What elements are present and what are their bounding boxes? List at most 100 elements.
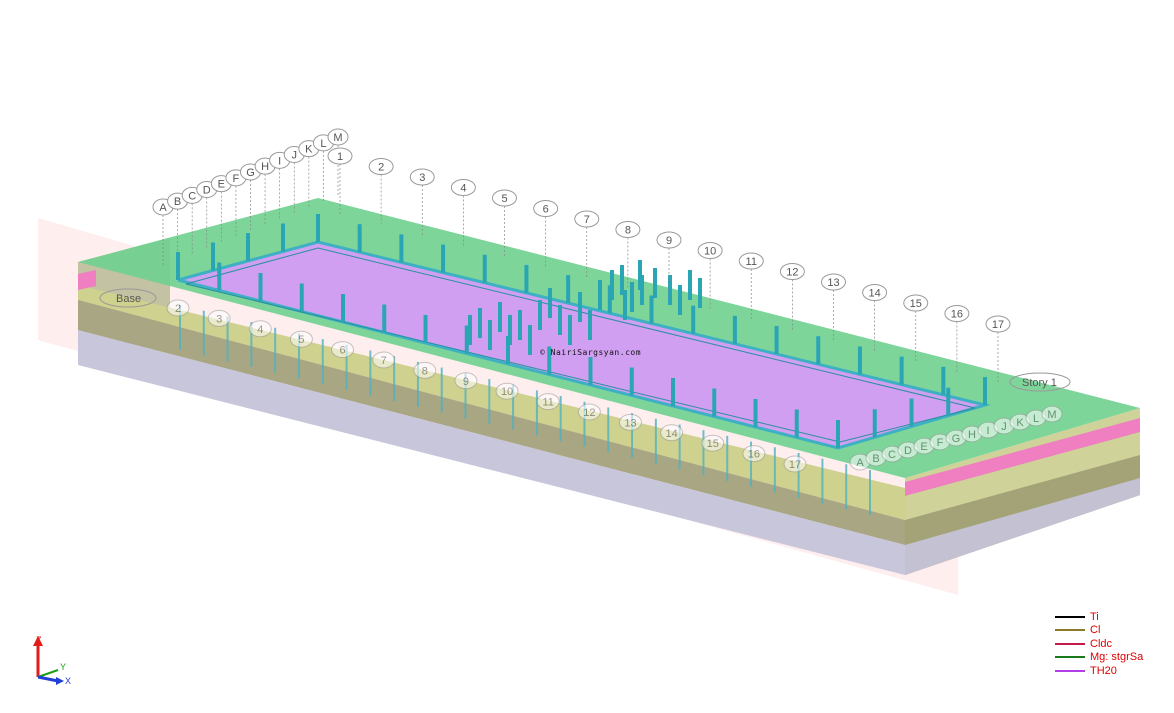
wall-column bbox=[946, 387, 951, 416]
grid-bubble-label: 2 bbox=[378, 162, 384, 174]
grid-bubble: 10 bbox=[495, 382, 519, 400]
wall-column bbox=[899, 356, 904, 385]
grid-bubble-label: I bbox=[278, 155, 281, 167]
grid-bubble: 14 bbox=[862, 284, 888, 301]
core-column bbox=[653, 268, 657, 298]
grid-bubble-label: 11 bbox=[542, 397, 553, 409]
legend-label: TH20 bbox=[1090, 664, 1117, 677]
grid-bubble-outline bbox=[779, 263, 805, 280]
watermark-text: © NairiSargsyan.com bbox=[540, 348, 642, 357]
wall-column bbox=[217, 262, 222, 291]
x-axis-arrow bbox=[37, 675, 59, 683]
grid-bubble-label: 5 bbox=[298, 334, 304, 346]
wall-column bbox=[712, 388, 717, 417]
grid-bubble-label: 9 bbox=[666, 235, 672, 247]
wall-column bbox=[441, 244, 446, 273]
grid-bubble: 15 bbox=[701, 434, 725, 452]
grid-bubble-label: 12 bbox=[786, 267, 798, 279]
x-axis-label: X bbox=[65, 676, 71, 686]
core-column bbox=[688, 270, 692, 300]
wall-column bbox=[671, 378, 675, 406]
wall-column bbox=[316, 214, 320, 242]
columns-group bbox=[176, 214, 987, 448]
grid-bubble-label: H bbox=[261, 161, 269, 173]
wall-column bbox=[816, 336, 821, 365]
grid-bubble-outline bbox=[1041, 405, 1063, 423]
grid-bubble-outline bbox=[618, 413, 642, 431]
wall-column bbox=[857, 346, 862, 375]
grid-bubble-label: 3 bbox=[216, 313, 222, 325]
soil-front-face-middle bbox=[78, 300, 905, 545]
grid-bubble-outline bbox=[533, 200, 559, 217]
legend-label: Ti bbox=[1090, 610, 1099, 623]
core-column bbox=[558, 305, 562, 335]
grid-bubble-label: 13 bbox=[624, 417, 636, 429]
core-column bbox=[598, 280, 602, 310]
grid-bubble-outline bbox=[862, 284, 888, 301]
legend-label: Cldc bbox=[1090, 637, 1113, 650]
core-column bbox=[468, 315, 472, 345]
grid-bubble-label: 3 bbox=[419, 172, 425, 184]
core-column bbox=[498, 302, 502, 332]
soil-right-face-pink-band bbox=[905, 418, 1140, 496]
grid-bubble: 12 bbox=[577, 403, 601, 421]
grid-bubble: K bbox=[1009, 413, 1031, 431]
grid-bubble-label: A bbox=[856, 457, 864, 469]
layer-legend: Ti Cl Cldc Mg: stgrSa TH20 bbox=[1055, 610, 1165, 678]
grid-bubble-label: 15 bbox=[707, 438, 719, 450]
wall-column bbox=[299, 283, 304, 312]
grid-bubble-label: H bbox=[968, 429, 976, 441]
soil-right-face-lilac bbox=[905, 478, 1140, 575]
grid-bubble-label: F bbox=[937, 437, 944, 449]
grid-bubble-outline bbox=[701, 434, 725, 452]
grid-bubble-label: 10 bbox=[501, 386, 513, 398]
grid-bubble: 5 bbox=[289, 330, 313, 348]
legend-swatch bbox=[1055, 629, 1085, 632]
grid-bubble: 7 bbox=[372, 351, 396, 369]
grid-bubble-label: B bbox=[872, 453, 879, 465]
grid-bubble-label: K bbox=[305, 144, 313, 156]
core-column bbox=[698, 278, 702, 308]
grid-bubble-label: 13 bbox=[827, 277, 839, 289]
grid-bubble-label: 10 bbox=[704, 246, 716, 258]
grid-bubble-label: I bbox=[986, 425, 989, 437]
level-tag-story-text: Story 1 bbox=[1022, 377, 1057, 389]
grid-bubble-outline bbox=[660, 424, 684, 442]
grid-bubble-outline bbox=[577, 403, 601, 421]
grid-bubble: 4 bbox=[248, 320, 272, 338]
core-column bbox=[578, 292, 582, 322]
wall-column bbox=[341, 294, 345, 322]
grid-bubble-label: C bbox=[188, 190, 196, 202]
grid-bubble-label: M bbox=[1047, 409, 1056, 421]
grid-bubble-label: 17 bbox=[992, 319, 1004, 331]
grid-bubble-outline bbox=[903, 294, 929, 312]
grid-bubble-outline bbox=[207, 309, 231, 327]
grid-bubble-outline bbox=[656, 231, 682, 249]
legend-swatch bbox=[1055, 669, 1085, 672]
core-column bbox=[548, 288, 552, 318]
grid-bubble-label: K bbox=[1016, 417, 1024, 429]
wall-column bbox=[836, 420, 840, 448]
grid-bubble-label: D bbox=[203, 185, 211, 197]
wall-column bbox=[547, 346, 552, 375]
grid-bubble-outline bbox=[289, 330, 313, 348]
wall-column bbox=[382, 304, 387, 333]
grid-bubble-label: 6 bbox=[543, 204, 549, 216]
grid-bubble-label: D bbox=[904, 445, 912, 457]
grid-bubble: 17 bbox=[985, 315, 1011, 333]
grid-bubble-label: A bbox=[159, 202, 167, 214]
legend-row: TH20 bbox=[1055, 664, 1165, 678]
grid-bubble: 8 bbox=[413, 361, 437, 379]
level-tag-base-text: Base bbox=[116, 293, 141, 305]
grid-bubble: 16 bbox=[742, 445, 766, 463]
grid-bubble: 2 bbox=[368, 158, 394, 175]
soil-left-pink-band bbox=[78, 270, 96, 290]
excavation-floor bbox=[178, 242, 985, 448]
grid-bubble-outline bbox=[944, 305, 970, 322]
wall-column bbox=[464, 325, 469, 354]
grid-bubble: M bbox=[1041, 405, 1063, 423]
grid-bubble-outline bbox=[454, 372, 478, 390]
